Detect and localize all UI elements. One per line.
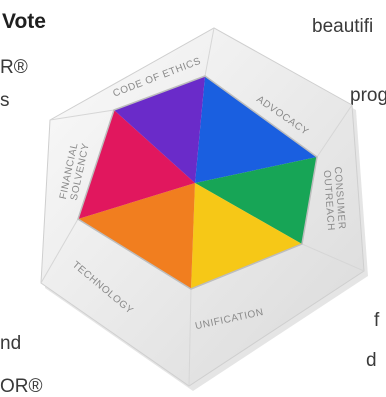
right-text-fragment: d	[366, 350, 377, 371]
right-text-fragment: f	[374, 310, 380, 331]
left-text-fragment: OR®	[0, 376, 43, 397]
inner-border	[77, 75, 318, 290]
color-wheel	[78, 76, 317, 289]
label-consumer-line2: OUTREACH	[321, 170, 336, 232]
segment-green	[195, 157, 317, 244]
segment-purple	[114, 76, 205, 183]
segment-magenta	[78, 110, 195, 219]
segment-yellow	[191, 183, 302, 289]
left-heading-fragment: Vote	[2, 10, 46, 33]
label-consumer-outreach: CONSUMER OUTREACH	[321, 166, 348, 234]
frame-bevels	[40, 27, 365, 387]
right-text-fragment: prog	[350, 85, 386, 106]
right-text-fragment: beautifi	[312, 16, 374, 37]
left-text-fragment: R®	[0, 57, 28, 78]
label-consumer-line1: CONSUMER	[332, 166, 347, 230]
segment-blue	[195, 76, 317, 183]
left-text-fragment: s	[0, 90, 10, 111]
segment-orange	[78, 183, 195, 289]
left-text-fragment: nd	[0, 333, 22, 354]
